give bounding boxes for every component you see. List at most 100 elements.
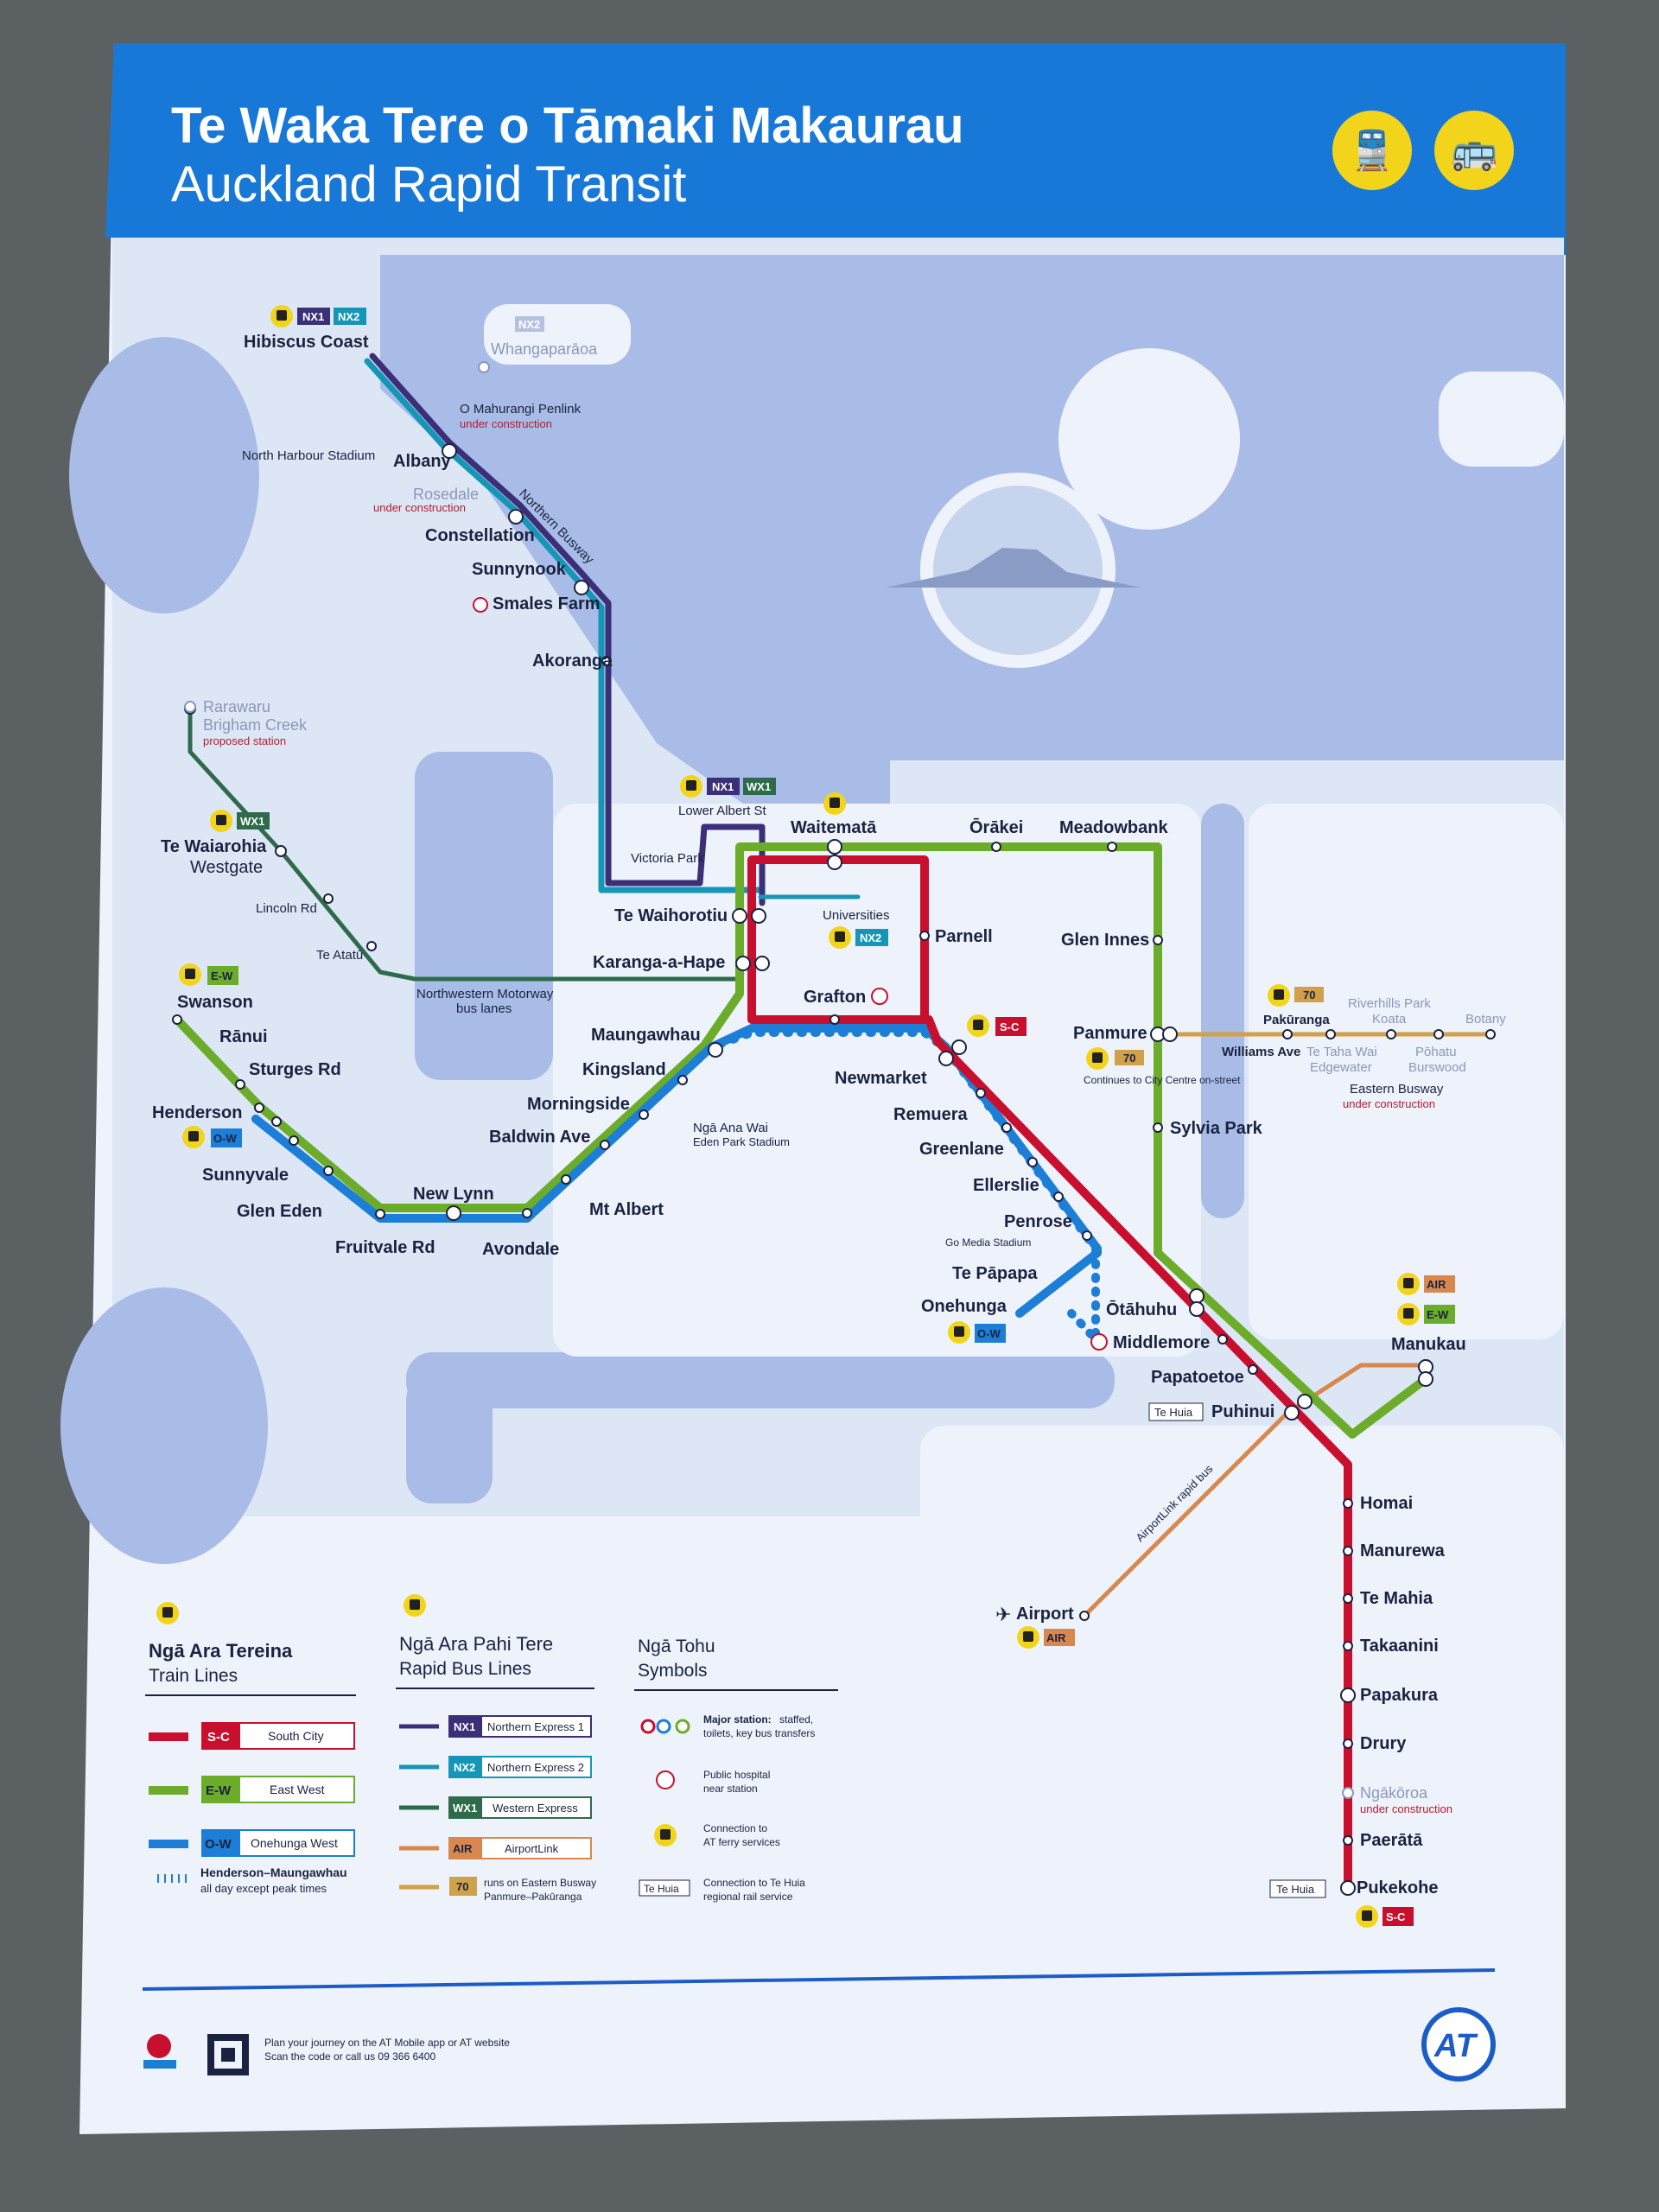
svg-text:Pakūranga: Pakūranga <box>1263 1013 1330 1027</box>
svg-text:Rosedale: Rosedale <box>413 486 479 503</box>
svg-text:Edgewater: Edgewater <box>1310 1060 1372 1075</box>
label-te-waiarohia: Te Waiarohia <box>161 837 267 856</box>
qr-code <box>207 2034 249 2075</box>
svg-text:Williams Ave: Williams Ave <box>1222 1045 1300 1059</box>
svg-text:Fruitvale Rd: Fruitvale Rd <box>335 1238 435 1257</box>
label-new-lynn: New Lynn <box>413 1185 494 1204</box>
svg-text:Connection to: Connection to <box>703 1822 767 1834</box>
svg-text:Ōrākei: Ōrākei <box>969 818 1023 837</box>
svg-text:Lincoln Rd: Lincoln Rd <box>256 901 317 916</box>
svg-text:Panmure–Pakūranga: Panmure–Pakūranga <box>484 1891 582 1903</box>
svg-text:Meadowbank: Meadowbank <box>1059 818 1168 837</box>
svg-text:Te Atatū: Te Atatū <box>316 948 363 963</box>
svg-text:Avondale: Avondale <box>482 1240 559 1259</box>
svg-text:Major station:: Major station: <box>703 1713 772 1726</box>
pohutukawa-logo <box>143 2034 176 2069</box>
label-pukekohe: Pukekohe <box>1357 1878 1438 1897</box>
svg-text:Public hospital: Public hospital <box>703 1769 770 1781</box>
svg-text:Koata: Koata <box>1372 1012 1407 1027</box>
svg-text:Kingsland: Kingsland <box>582 1060 666 1079</box>
svg-text:Rānui: Rānui <box>219 1027 268 1046</box>
page-subtitle: Auckland Rapid Transit <box>171 156 687 213</box>
svg-text:Penrose: Penrose <box>1004 1212 1072 1231</box>
svg-text:70: 70 <box>1303 988 1315 1001</box>
svg-text:Te Huia: Te Huia <box>1276 1883 1315 1896</box>
label-hibiscus-coast: Hibiscus Coast <box>244 333 369 352</box>
svg-text:Te Taha Wai: Te Taha Wai <box>1306 1045 1377 1059</box>
label-whangaparaoa: Whangaparāoa <box>491 340 598 358</box>
svg-text:70: 70 <box>456 1880 468 1893</box>
svg-text:toilets, key bus transfers: toilets, key bus transfers <box>703 1727 815 1739</box>
label-manukau: Manukau <box>1391 1335 1466 1354</box>
label-karanga: Karanga-a-Hape <box>593 953 725 972</box>
svg-text:under construction: under construction <box>373 501 466 514</box>
label-puhinui: Puhinui <box>1211 1402 1274 1421</box>
northern-express-1-line <box>369 353 766 906</box>
svg-text:NX1: NX1 <box>454 1720 475 1733</box>
svg-text:Plan your journey on the AT Mo: Plan your journey on the AT Mobile app o… <box>264 2037 510 2049</box>
svg-text:O-W: O-W <box>213 1132 237 1145</box>
bus-icon: 🚌 <box>1434 111 1514 190</box>
svg-text:Lower Albert St: Lower Albert St <box>678 804 767 818</box>
map-badges: NX1 NX2 NX2 NX1 WX1 WX1 NX2 S-C 70 70 E-… <box>179 305 1455 1928</box>
svg-text:Victoria Park: Victoria Park <box>631 851 704 866</box>
header-band <box>105 43 1566 255</box>
svg-text:Northern Express 1: Northern Express 1 <box>487 1720 584 1733</box>
svg-text:Remuera: Remuera <box>893 1105 968 1124</box>
svg-text:Sunnyvale: Sunnyvale <box>202 1166 289 1185</box>
svg-text:Symbols: Symbols <box>638 1661 708 1681</box>
svg-text:Brigham Creek: Brigham Creek <box>203 716 308 734</box>
svg-text:Glen Innes: Glen Innes <box>1061 931 1149 950</box>
svg-text:Eastern Busway: Eastern Busway <box>1350 1082 1444 1096</box>
label-albany: Albany <box>393 452 452 471</box>
svg-text:Grafton: Grafton <box>804 988 866 1007</box>
label-north-harbour: North Harbour Stadium <box>242 448 375 463</box>
svg-text:bus lanes: bus lanes <box>456 1001 512 1016</box>
svg-text:AirportLink: AirportLink <box>505 1842 559 1855</box>
svg-text:AIR: AIR <box>453 1842 473 1855</box>
svg-text:Go Media Stadium: Go Media Stadium <box>945 1236 1031 1249</box>
svg-text:Pōhatu: Pōhatu <box>1415 1045 1457 1059</box>
svg-text:Westgate: Westgate <box>190 858 263 877</box>
station-markers <box>172 443 1496 1896</box>
svg-text:Manurewa: Manurewa <box>1360 1541 1446 1560</box>
svg-text:Glen Eden: Glen Eden <box>237 1202 322 1221</box>
svg-text:WX1: WX1 <box>240 815 264 828</box>
svg-text:Henderson–Maungawhau: Henderson–Maungawhau <box>200 1866 347 1879</box>
svg-text:Paerātā: Paerātā <box>1360 1831 1423 1850</box>
label-akoranga: Akoranga <box>532 652 613 671</box>
svg-text:E-W: E-W <box>1427 1308 1449 1321</box>
svg-text:Connection to Te Huia: Connection to Te Huia <box>703 1877 805 1889</box>
svg-text:Onehunga: Onehunga <box>921 1297 1007 1316</box>
legend: Ngā Ara Tereina Train Lines S-C South Ci… <box>145 1594 838 1903</box>
svg-text:Western Express: Western Express <box>493 1802 578 1815</box>
label-swanson: Swanson <box>177 993 253 1012</box>
south-city-line <box>747 855 1352 1892</box>
svg-text:runs on Eastern Busway: runs on Eastern Busway <box>484 1877 596 1889</box>
svg-text:Continues to City Centre on-st: Continues to City Centre on-street <box>1084 1074 1241 1086</box>
western-express-line <box>188 706 741 982</box>
svg-text:Scan the code or call us 09 36: Scan the code or call us 09 366 6400 <box>264 2050 435 2063</box>
svg-text:Riverhills Park: Riverhills Park <box>1348 996 1431 1011</box>
svg-text:Ngā Ara Pahi Tere: Ngā Ara Pahi Tere <box>399 1633 553 1655</box>
svg-text:regional rail service: regional rail service <box>703 1891 793 1903</box>
label-papakura: Papakura <box>1360 1686 1439 1705</box>
svg-text:South City: South City <box>268 1729 324 1743</box>
svg-text:Universities: Universities <box>823 908 890 923</box>
svg-text:AIR: AIR <box>1046 1631 1066 1644</box>
svg-text:Train Lines: Train Lines <box>149 1666 238 1686</box>
svg-text:NX2: NX2 <box>338 310 359 323</box>
label-newmarket: Newmarket <box>835 1069 927 1088</box>
label-henderson: Henderson <box>152 1103 242 1122</box>
svg-text:all day except peak times: all day except peak times <box>200 1882 327 1895</box>
svg-text:Middlemore: Middlemore <box>1113 1333 1210 1352</box>
svg-text:E-W: E-W <box>211 969 233 982</box>
svg-text:Eden Park Stadium: Eden Park Stadium <box>693 1135 790 1148</box>
svg-text:near station: near station <box>703 1783 758 1795</box>
svg-text:S-C: S-C <box>1386 1910 1406 1923</box>
svg-text:Baldwin Ave: Baldwin Ave <box>489 1128 590 1147</box>
svg-text:Rapid Bus Lines: Rapid Bus Lines <box>399 1659 531 1679</box>
svg-text:Northwestern Motorway: Northwestern Motorway <box>416 987 554 1001</box>
svg-text:NX2: NX2 <box>454 1761 475 1774</box>
